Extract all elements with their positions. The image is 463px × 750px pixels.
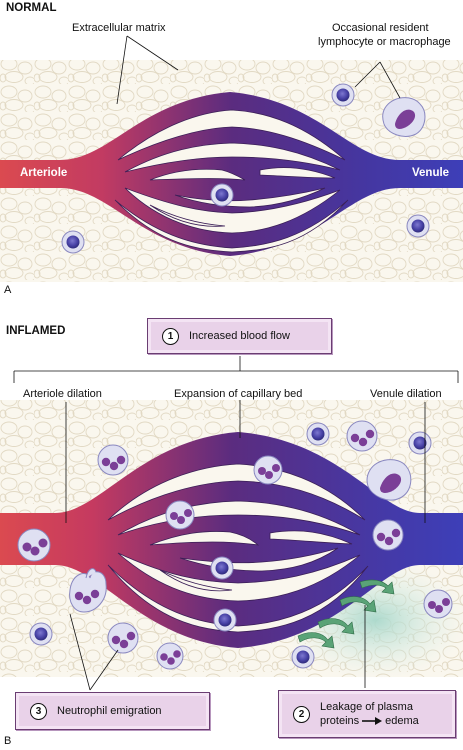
neutrophil-b2: [253, 455, 283, 485]
resident-cell-label-line1: Occasional resident: [332, 22, 429, 34]
leader-lines-a: [116, 35, 401, 105]
step-1-text: Increased blood flow: [189, 330, 290, 342]
lymphocyte-a2: [210, 183, 234, 207]
venule-dilation-label: Venule dilation: [370, 388, 442, 400]
lymphocyte-cells-b: [29, 422, 432, 669]
lymphocyte-cells-a: [61, 83, 430, 254]
step-3-box: 3 Neutrophil emigration: [15, 692, 210, 730]
neutrophil-b9: [156, 642, 184, 670]
panel-b-title: INFLAMED: [6, 325, 66, 337]
arteriole-label: Arteriole: [20, 167, 68, 179]
right-arrow-icon: [362, 717, 383, 725]
venule-label: Venule: [412, 167, 450, 179]
panel-a-letter: A: [4, 284, 12, 296]
resident-cell-label-line2: lymphocyte or macrophage: [318, 36, 451, 48]
step-3-number: 3: [30, 702, 47, 720]
panel-b-letter: B: [4, 735, 12, 747]
neutrophil-b7: [69, 568, 107, 613]
neutrophil-cells-b: [17, 420, 453, 670]
capillary-expansion-label: Expansion of capillary bed: [174, 388, 303, 400]
neutrophil-b6: [372, 519, 404, 551]
arteriole-dilation-label: Arteriole dilation: [23, 388, 102, 400]
step-1-box: 1 Increased blood flow: [147, 318, 332, 354]
step-3-text: Neutrophil emigration: [57, 705, 162, 717]
macrophage-b: [366, 459, 412, 501]
extracellular-matrix-label: Extracellular matrix: [72, 22, 166, 34]
lymphocyte-a4: [406, 214, 430, 238]
step-1-number: 1: [162, 327, 179, 345]
lymphocyte-b5: [291, 645, 315, 669]
capillary-bed-normal: [0, 92, 463, 256]
lymphocyte-b1: [306, 422, 330, 446]
step-2-box: 2 Leakage of plasma proteins edema: [278, 690, 456, 738]
lymphocyte-a1: [331, 83, 355, 107]
neutrophil-b3: [346, 420, 378, 452]
leader-lines-b: [65, 400, 426, 691]
lymphocyte-b4: [29, 622, 53, 646]
panel-a-title: NORMAL: [6, 2, 57, 14]
lymphocyte-b6: [408, 431, 432, 455]
step-2-text-line1: Leakage of plasma: [320, 701, 413, 713]
neutrophil-b4: [165, 500, 195, 530]
macrophage-a: [382, 97, 426, 137]
neutrophil-b8: [107, 622, 139, 654]
neutrophil-b10: [423, 589, 453, 619]
leakage-arrows: [297, 579, 395, 649]
lymphocyte-a3: [61, 230, 85, 254]
step-2-number: 2: [293, 705, 310, 723]
step-2-text-line2a: proteins: [320, 715, 360, 727]
lymphocyte-b2: [210, 556, 234, 580]
step-2-text-line2b: edema: [385, 715, 419, 727]
bracket-b: [13, 356, 459, 383]
lymphocyte-b3: [213, 608, 237, 632]
neutrophil-b1: [97, 444, 129, 476]
neutrophil-b5: [17, 528, 51, 562]
